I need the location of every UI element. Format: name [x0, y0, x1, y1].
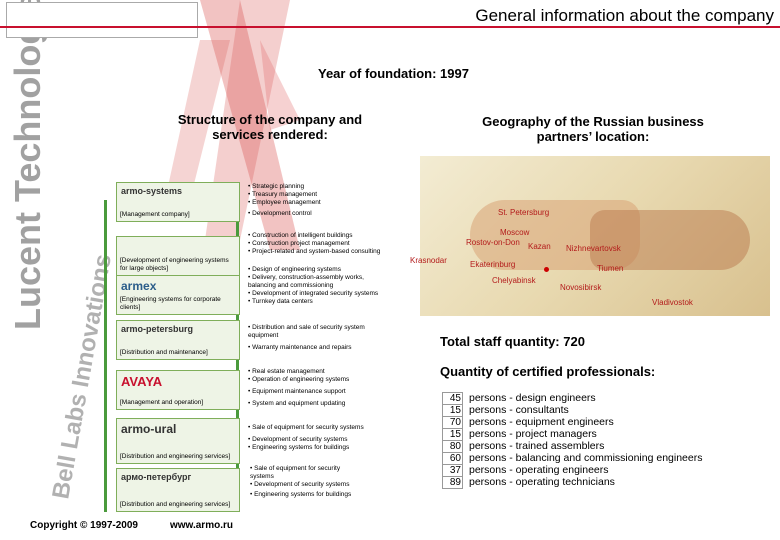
service-item: equipment — [248, 332, 279, 339]
page-title: General information about the company — [475, 6, 774, 25]
company-caption: [Distribution and engineering services] — [120, 501, 231, 508]
company-caption: [Management and operation] — [120, 399, 204, 406]
certified-count: 89 — [442, 475, 463, 489]
certified-label: persons - trained assemblers — [469, 440, 605, 452]
copyright-text: Copyright © 1997-2009 — [30, 520, 138, 531]
company-caption: [Distribution and maintenance] — [120, 349, 208, 356]
company-card-armo-ural[interactable]: armo-ural [Distribution and engineering … — [116, 418, 240, 464]
services-list-6: • Sale of equipment for security systems… — [250, 465, 351, 499]
list-item: 45 persons - design engineers — [442, 391, 702, 405]
list-item: 60 persons - balancing and commissioning… — [442, 451, 703, 465]
tree-trunk — [104, 200, 107, 512]
services-list-2: • Design of engineering systems • Delive… — [248, 266, 378, 306]
service-item: balancing and commissioning — [248, 282, 334, 289]
company-card-armo-petersburg[interactable]: armo-petersburg [Distribution and mainte… — [116, 320, 240, 360]
city-tiumen: Tiumen — [597, 264, 624, 273]
list-item: 15 persons - consultants — [442, 403, 702, 417]
service-item: • Delivery, construction-assembly works, — [248, 274, 364, 281]
certified-title: Quantity of certified professionals: — [440, 364, 656, 379]
city-st-petersburg: St. Petersburg — [498, 208, 550, 217]
services-list-3: • Distribution and sale of security syst… — [248, 324, 365, 352]
service-item: • Development of security systems — [250, 481, 350, 488]
city-moscow: Moscow — [500, 228, 530, 237]
company-card-large-objects[interactable]: [Development of engineering systems for … — [116, 236, 240, 276]
company-caption: [Engineering systems for corporate clien… — [120, 296, 221, 311]
service-item: • Employee management — [248, 199, 321, 206]
service-item: • Equipment maintenance support — [248, 388, 346, 395]
service-item: • Distribution and sale of security syst… — [248, 324, 365, 331]
list-item: 37 persons - operating engineers — [442, 463, 702, 477]
service-item: • Turnkey data centers — [248, 298, 313, 305]
service-item: • Construction project management — [248, 240, 350, 247]
armo-petersburg-logo: armo-petersburg — [121, 324, 194, 334]
armo-systems-logo: armo-systems — [121, 186, 183, 196]
service-item: • Project-related and system-based consu… — [248, 248, 381, 255]
service-item: • Development of security systems — [248, 436, 348, 443]
service-item: • Sale of equipment for security systems — [248, 424, 364, 431]
list-item: 70 persons - equipment engineers — [442, 415, 702, 429]
company-card-armex[interactable]: armex [Engineering systems for corporate… — [116, 275, 240, 315]
structure-title: Structure of the company and services re… — [177, 112, 363, 142]
city-novosibirsk: Novosibirsk — [560, 283, 602, 292]
staff-quantity: Total staff quantity: 720 — [440, 334, 585, 349]
service-item: systems — [250, 473, 274, 480]
company-caption: [Development of engineering systems for … — [120, 257, 229, 272]
certified-list: 45 persons - design engineers 15 persons… — [442, 391, 703, 489]
website-link[interactable]: www.armo.ru — [170, 520, 233, 531]
certified-label: persons - equipment engineers — [469, 416, 614, 428]
service-item: • Engineering systems for buildings — [248, 444, 350, 451]
geography-title: Geography of the Russian business partne… — [482, 114, 704, 144]
service-item: • Strategic planning — [248, 183, 305, 190]
service-item: • Design of engineering systems — [248, 266, 341, 273]
certified-label: persons - design engineers — [469, 392, 596, 404]
city-rostov-on-don: Rostov-on-Don — [466, 238, 520, 247]
services-list-1: • Construction of intelligent buildings … — [248, 232, 380, 256]
list-item: 89 persons - operating technicians — [442, 475, 702, 489]
list-item: 15 persons - project managers — [442, 427, 702, 441]
company-card-armo-systems[interactable]: armo-systems [Management company] — [116, 182, 240, 222]
certified-label: persons - project managers — [469, 428, 597, 440]
company-caption: [Distribution and engineering services] — [120, 453, 231, 460]
company-card-armo-peterburg-ru[interactable]: армо-петербург [Distribution and enginee… — [116, 468, 240, 512]
services-list-5: • Sale of equipment for security systems… — [248, 424, 364, 452]
city-kazan: Kazan — [528, 242, 551, 251]
city-ekaterinburg: Ekaterinburg — [470, 260, 516, 269]
services-list-0: • Strategic planning • Treasury manageme… — [248, 183, 321, 218]
service-item: • Development of integrated security sys… — [248, 290, 379, 297]
company-logo-box — [6, 2, 198, 38]
certified-label: persons - consultants — [469, 404, 569, 416]
service-item: • Operation of engineering systems — [248, 376, 350, 383]
company-caption: [Management company] — [120, 211, 190, 218]
city-vladivostok: Vladivostok — [652, 298, 693, 307]
certified-label: persons - operating technicians — [469, 476, 615, 488]
foundation-year: Year of foundation: 1997 — [318, 66, 469, 81]
header-divider — [0, 26, 780, 28]
service-item: • Treasury management — [248, 191, 318, 198]
service-item: • System and equipment updating — [248, 400, 346, 407]
city-chelyabinsk: Chelyabinsk — [492, 276, 536, 285]
certified-label: persons - operating engineers — [469, 464, 609, 476]
company-card-avaya[interactable]: AVAYA [Management and operation] — [116, 370, 240, 410]
armo-ural-logo: armo-ural — [121, 422, 177, 436]
avaya-logo: AVAYA — [121, 374, 163, 389]
svg-text:Lucent Technologies: Lucent Technologies — [7, 0, 48, 330]
service-item: • Engineering systems for buildings — [250, 491, 352, 498]
armex-logo: armex — [121, 279, 157, 293]
service-item: • Warranty maintenance and repairs — [248, 344, 352, 351]
city-krasnodar: Krasnodar — [410, 256, 447, 265]
service-item: • Development control — [248, 210, 312, 217]
certified-count: 70 — [442, 415, 463, 429]
list-item: 80 persons - trained assemblers — [442, 439, 702, 453]
armo-peterburg-ru-logo: армо-петербург — [121, 472, 192, 482]
services-list-4: • Real estate management • Operation of … — [248, 368, 349, 408]
handshake-image-right — [590, 210, 750, 270]
service-item: • Construction of intelligent buildings — [248, 232, 353, 239]
city-marker — [544, 267, 549, 272]
service-item: • Real estate management — [248, 368, 325, 375]
service-item: • Sale of equipment for security — [250, 465, 341, 472]
city-nizhnevartovsk: Nizhnevartovsk — [566, 244, 621, 253]
certified-label: persons - balancing and commissioning en… — [469, 452, 703, 464]
